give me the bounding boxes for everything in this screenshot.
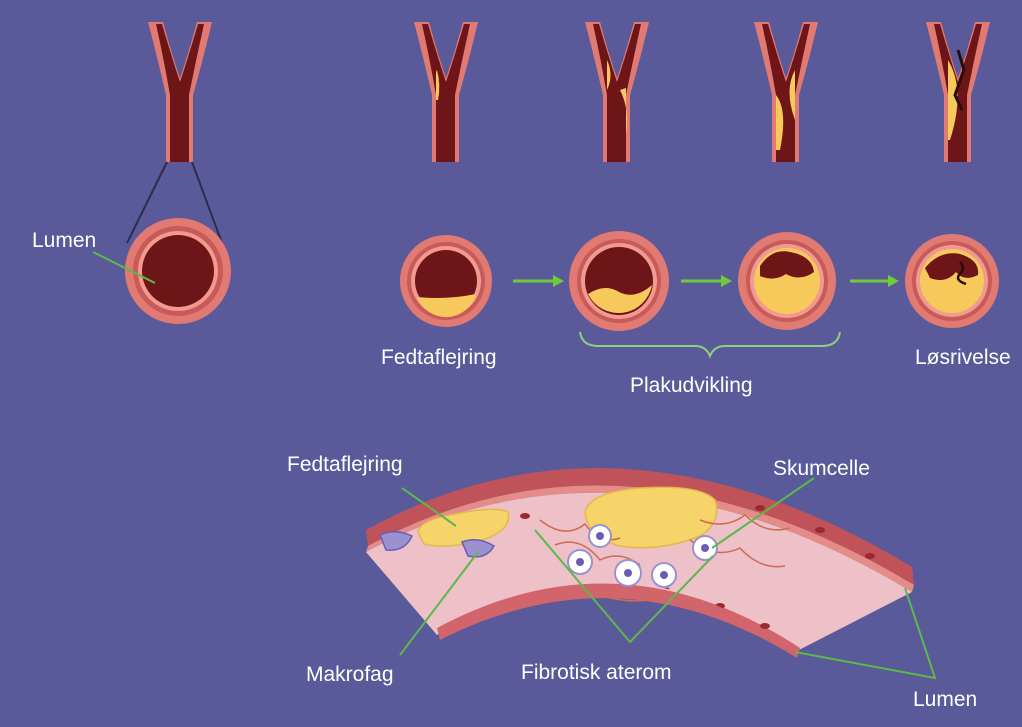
progression-arrow-2 <box>681 275 732 287</box>
cross-section-fat-deposit <box>400 235 492 327</box>
label-lumen-cross-section: Lumen <box>32 229 96 253</box>
vessel-segment-stage-2 <box>585 22 649 162</box>
vessel-segment-stage-3 <box>754 22 818 162</box>
label-skumcelle: Skumcelle <box>773 457 870 481</box>
label-plakudvikling: Plakudvikling <box>630 374 753 398</box>
cross-section-rupture <box>905 234 999 328</box>
label-losrivelse: Løsrivelse <box>915 346 1011 370</box>
label-fedtaflejring-detail: Fedtaflejring <box>287 453 403 477</box>
vessel-segment-stage-4 <box>926 22 990 162</box>
artery-wall-detail <box>366 468 914 658</box>
vessel-segment-healthy <box>148 22 212 162</box>
label-makrofag: Makrofag <box>306 663 394 687</box>
label-fibrotisk-aterom: Fibrotisk aterom <box>521 661 672 685</box>
vessel-segment-stage-1 <box>414 22 478 162</box>
label-lumen-bottom: Lumen <box>913 688 977 712</box>
plakudvikling-brace <box>580 332 840 356</box>
progression-arrow-1 <box>513 275 564 287</box>
cross-section-plaque-1 <box>569 231 669 331</box>
cross-section-plaque-2 <box>738 232 836 330</box>
label-fedtaflejring-stage: Fedtaflejring <box>381 346 497 370</box>
cross-section-healthy <box>125 218 231 324</box>
progression-arrow-3 <box>850 275 899 287</box>
